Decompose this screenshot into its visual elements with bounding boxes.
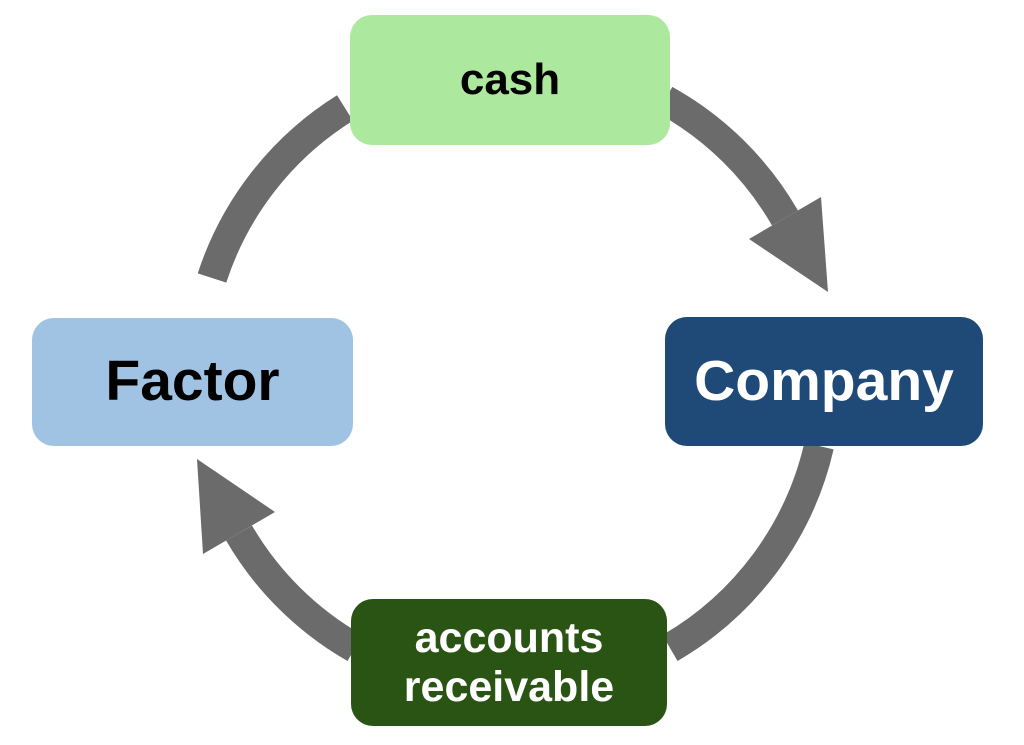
arrow-accounts-receivable-to-factor bbox=[226, 525, 363, 662]
node-factor: Factor bbox=[32, 318, 353, 446]
node-cash-label: cash bbox=[459, 55, 561, 105]
node-accounts-receivable: accounts receivable bbox=[351, 599, 667, 726]
node-cash: cash bbox=[350, 15, 670, 145]
arrow-factor-to-cash bbox=[197, 95, 354, 283]
node-factor-label: Factor bbox=[105, 349, 280, 414]
node-company-label: Company bbox=[694, 348, 954, 413]
node-accounts-receivable-label: accounts receivable bbox=[403, 614, 615, 711]
node-company: Company bbox=[665, 317, 983, 446]
arrowhead-at-company bbox=[749, 197, 828, 292]
arrow-cash-to-company bbox=[657, 86, 798, 226]
arrow-company-to-accounts-receivable bbox=[662, 442, 834, 661]
arrowhead-at-factor bbox=[197, 459, 275, 554]
